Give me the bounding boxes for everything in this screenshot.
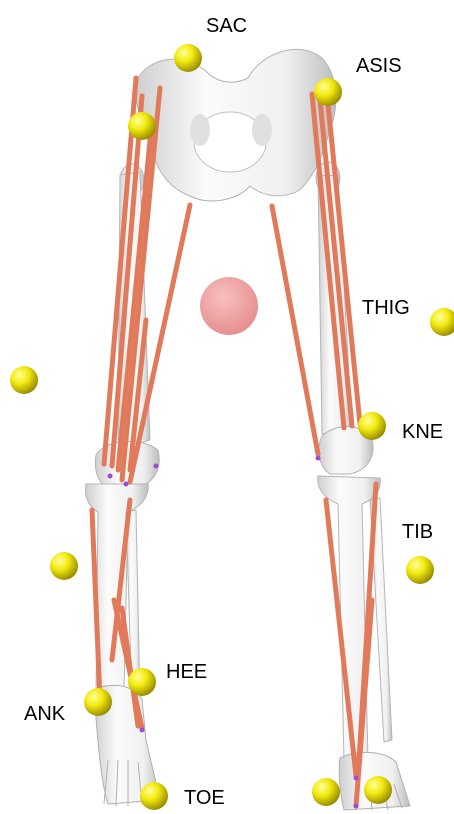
label-kne: KNE (402, 422, 443, 442)
marker-kne-right[interactable] (358, 412, 386, 440)
marker-sac[interactable] (174, 44, 202, 72)
marker-toe-right[interactable] (312, 778, 340, 806)
marker-asis-left[interactable] (128, 112, 156, 140)
marker-hee-right[interactable] (364, 776, 392, 804)
center-of-mass (200, 277, 258, 335)
marker-asis-right[interactable] (314, 78, 342, 106)
label-tib: TIB (402, 522, 433, 542)
muscle (272, 206, 318, 454)
label-ank: ANK (24, 704, 65, 724)
marker-ank-left[interactable] (84, 688, 112, 716)
marker-tib-right[interactable] (406, 556, 434, 584)
label-sac: SAC (206, 16, 247, 36)
marker-thig-left[interactable] (10, 366, 38, 394)
marker-tib-left[interactable] (50, 552, 78, 580)
label-hee: HEE (166, 662, 207, 682)
marker-thig-right[interactable] (430, 308, 454, 336)
marker-hee-left[interactable] (128, 668, 156, 696)
label-toe: TOE (184, 788, 225, 808)
label-asis: ASIS (356, 56, 402, 76)
marker-toe-left[interactable] (140, 782, 168, 810)
label-thig: THIG (362, 298, 410, 318)
